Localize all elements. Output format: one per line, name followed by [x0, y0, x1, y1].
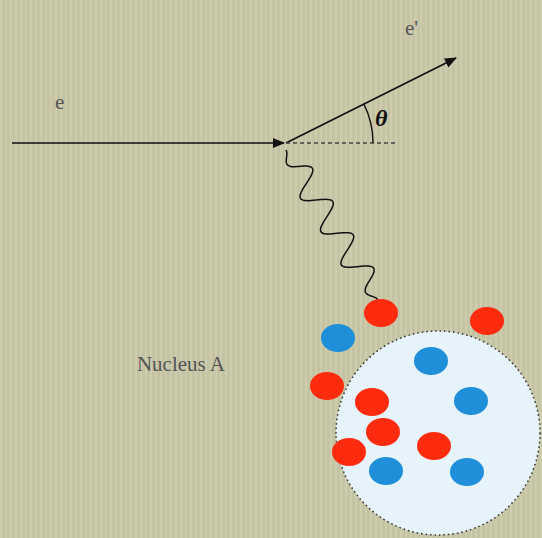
nucleon — [454, 387, 488, 415]
nucleon — [450, 458, 484, 486]
virtual-photon — [286, 150, 378, 300]
nucleus-label: Nucleus A — [137, 354, 225, 375]
angle-label: θ — [375, 106, 387, 130]
nucleon — [332, 438, 366, 466]
nucleon — [414, 347, 448, 375]
nucleon — [470, 307, 504, 335]
nucleon — [321, 324, 355, 352]
nucleon — [417, 432, 451, 460]
outgoing-electron — [286, 58, 456, 143]
nucleon — [366, 418, 400, 446]
incoming-electron — [12, 142, 284, 144]
electron-out-label: e' — [405, 18, 418, 39]
nucleon — [310, 372, 344, 400]
nucleon — [355, 388, 389, 416]
nucleon — [364, 299, 398, 327]
electron-in-label: e — [55, 92, 64, 113]
nucleon — [369, 457, 403, 485]
angle-arc — [364, 104, 373, 143]
nucleons — [310, 299, 504, 486]
beam-axis — [286, 142, 395, 143]
